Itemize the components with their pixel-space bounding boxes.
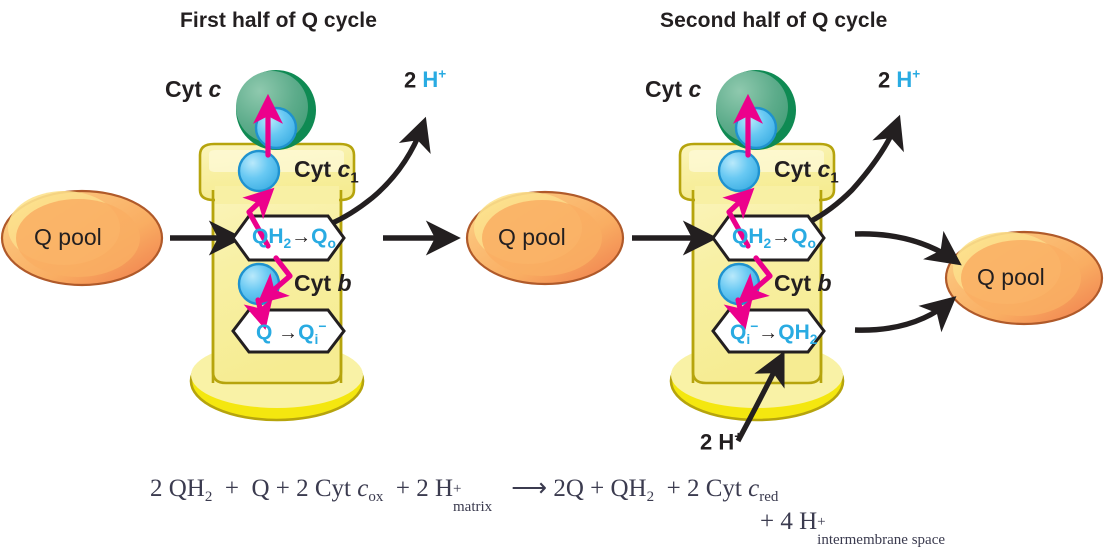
q-pool-right-shape — [944, 230, 1104, 326]
heme-cyt-c1-right — [717, 149, 761, 193]
cyt-c-sphere-left — [236, 70, 316, 150]
q-pool-middle-shape — [465, 190, 625, 286]
heme-cyt-c1-left — [237, 149, 281, 193]
electron-path-right — [722, 93, 773, 330]
reaction-box-bottom-right — [711, 308, 826, 354]
arrow-qi-to-pool-right — [854, 296, 957, 333]
arrow-qo-to-pool-right — [854, 230, 962, 266]
cyt-c-sphere-right — [716, 70, 796, 150]
q-pool-left-shape — [0, 189, 164, 287]
reaction-box-bottom-left — [231, 308, 346, 354]
reaction-box-top-right — [711, 214, 826, 262]
reaction-box-top-left — [231, 214, 346, 262]
electron-path-left — [242, 93, 293, 330]
arrow-proton-in-right — [735, 350, 785, 443]
